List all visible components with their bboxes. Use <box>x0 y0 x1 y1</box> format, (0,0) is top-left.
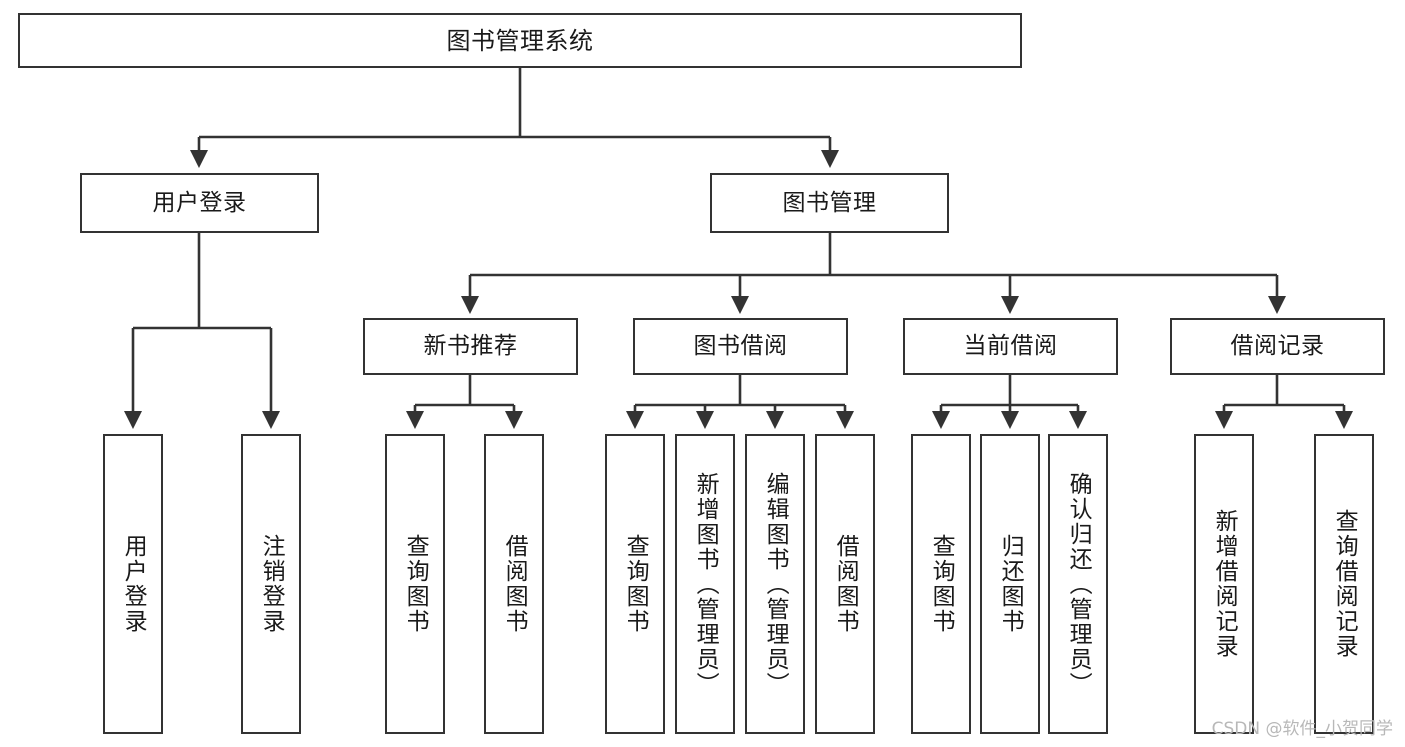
node-root[interactable]: 图书管理系统 <box>18 13 1022 68</box>
node-new-book-recommend-label: 新书推荐 <box>423 333 518 360</box>
node-new-book-recommend[interactable]: 新书推荐 <box>363 318 578 375</box>
node-leaf-edit-book-label: 编辑图书（管理员） <box>762 471 789 697</box>
node-leaf-borrow-book-1-label: 借阅图书 <box>501 534 528 634</box>
node-leaf-query-book-3-label: 查询图书 <box>928 534 955 634</box>
node-borrow-record[interactable]: 借阅记录 <box>1170 318 1385 375</box>
node-leaf-add-book[interactable]: 新增图书（管理员） <box>675 434 735 734</box>
node-current-borrow[interactable]: 当前借阅 <box>903 318 1118 375</box>
node-leaf-query-record[interactable]: 查询借阅记录 <box>1314 434 1374 734</box>
node-leaf-add-record-label: 新增借阅记录 <box>1211 509 1238 659</box>
node-leaf-borrow-book-2-label: 借阅图书 <box>832 534 859 634</box>
node-leaf-query-record-label: 查询借阅记录 <box>1331 509 1358 659</box>
node-leaf-add-book-label: 新增图书（管理员） <box>692 471 719 697</box>
node-leaf-return-book-label: 归还图书 <box>997 534 1024 634</box>
node-book-borrow[interactable]: 图书借阅 <box>633 318 848 375</box>
node-leaf-logout-login[interactable]: 注销登录 <box>241 434 301 734</box>
node-leaf-query-book-1-label: 查询图书 <box>402 534 429 634</box>
node-leaf-confirm-return-label: 确认归还（管理员） <box>1065 471 1092 697</box>
node-leaf-add-record[interactable]: 新增借阅记录 <box>1194 434 1254 734</box>
node-root-label: 图书管理系统 <box>446 26 594 55</box>
node-book-management-label: 图书管理 <box>782 189 877 216</box>
node-user-login-label: 用户登录 <box>152 189 247 216</box>
node-book-management[interactable]: 图书管理 <box>710 173 949 233</box>
node-leaf-user-login-label: 用户登录 <box>120 534 147 634</box>
node-leaf-logout-login-label: 注销登录 <box>258 534 285 634</box>
node-current-borrow-label: 当前借阅 <box>963 333 1058 360</box>
node-leaf-query-book-3[interactable]: 查询图书 <box>911 434 971 734</box>
node-leaf-query-book-1[interactable]: 查询图书 <box>385 434 445 734</box>
node-leaf-edit-book[interactable]: 编辑图书（管理员） <box>745 434 805 734</box>
node-user-login[interactable]: 用户登录 <box>80 173 319 233</box>
node-leaf-query-book-2-label: 查询图书 <box>622 534 649 634</box>
node-leaf-user-login[interactable]: 用户登录 <box>103 434 163 734</box>
node-book-borrow-label: 图书借阅 <box>693 333 788 360</box>
node-leaf-confirm-return[interactable]: 确认归还（管理员） <box>1048 434 1108 734</box>
node-leaf-return-book[interactable]: 归还图书 <box>980 434 1040 734</box>
node-leaf-borrow-book-2[interactable]: 借阅图书 <box>815 434 875 734</box>
node-leaf-query-book-2[interactable]: 查询图书 <box>605 434 665 734</box>
csdn-watermark: CSDN @软件_小贺同学 <box>1211 719 1393 739</box>
node-borrow-record-label: 借阅记录 <box>1230 333 1325 360</box>
node-leaf-borrow-book-1[interactable]: 借阅图书 <box>484 434 544 734</box>
